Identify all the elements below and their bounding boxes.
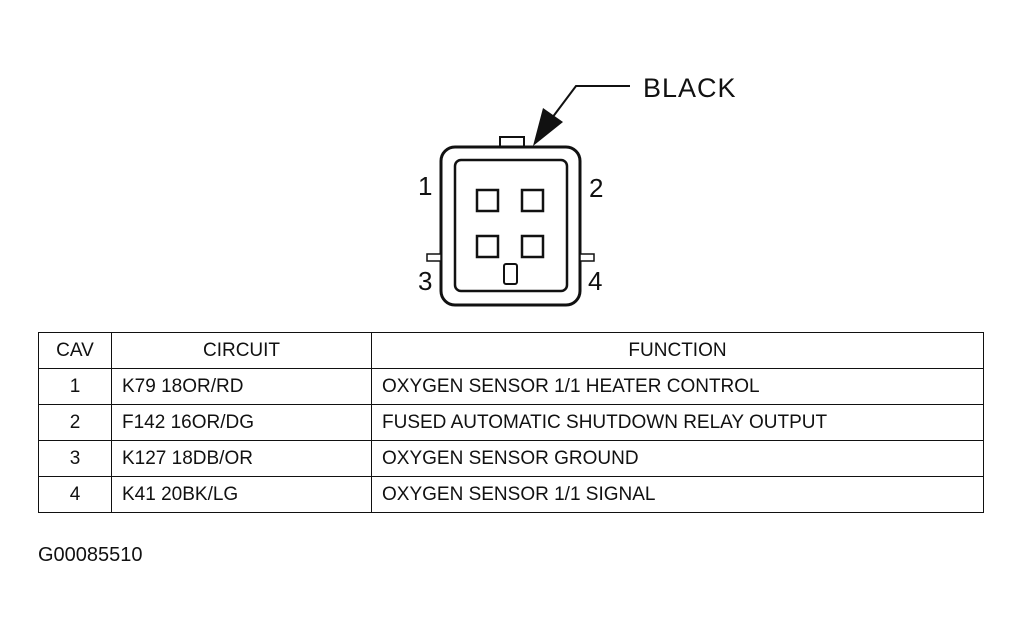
pin-label-2: 2 xyxy=(589,173,604,203)
cell-cav: 2 xyxy=(38,404,112,441)
header-cav: CAV xyxy=(38,332,112,369)
cell-circuit: K41 20BK/LG xyxy=(111,476,372,513)
cell-function: FUSED AUTOMATIC SHUTDOWN RELAY OUTPUT xyxy=(371,404,984,441)
cavity-2 xyxy=(520,188,545,213)
cell-circuit: F142 16OR/DG xyxy=(111,404,372,441)
table-row: 4 K41 20BK/LG OXYGEN SENSOR 1/1 SIGNAL xyxy=(38,476,984,513)
figure-id: G00085510 xyxy=(38,544,143,566)
table-row: 3 K127 18DB/OR OXYGEN SENSOR GROUND xyxy=(38,440,984,477)
connector-side-tab-left xyxy=(426,253,442,262)
header-circuit: CIRCUIT xyxy=(111,332,372,369)
connector-keyway xyxy=(503,263,518,285)
cell-cav: 3 xyxy=(38,440,112,477)
table-row: 1 K79 18OR/RD OXYGEN SENSOR 1/1 HEATER C… xyxy=(38,368,984,405)
callout-arrowhead xyxy=(533,108,563,146)
table-row: 2 F142 16OR/DG FUSED AUTOMATIC SHUTDOWN … xyxy=(38,404,984,441)
cell-cav: 1 xyxy=(38,368,112,405)
pin-label-1: 1 xyxy=(418,171,433,201)
cell-function: OXYGEN SENSOR GROUND xyxy=(371,440,984,477)
connector-side-tab-right xyxy=(579,253,595,262)
connector-color-label: BLACK xyxy=(643,73,737,103)
cell-function: OXYGEN SENSOR 1/1 SIGNAL xyxy=(371,476,984,513)
cavity-3 xyxy=(475,234,500,259)
pin-label-3: 3 xyxy=(418,266,433,296)
pin-label-4: 4 xyxy=(588,266,603,296)
cavity-4 xyxy=(520,234,545,259)
pinout-table: CAV CIRCUIT FUNCTION 1 K79 18OR/RD OXYGE… xyxy=(38,332,984,513)
header-function: FUNCTION xyxy=(371,332,984,369)
connector-diagram xyxy=(426,85,630,307)
cell-cav: 4 xyxy=(38,476,112,513)
callout-leader-line xyxy=(551,85,630,119)
cell-function: OXYGEN SENSOR 1/1 HEATER CONTROL xyxy=(371,368,984,405)
cell-circuit: K79 18OR/RD xyxy=(111,368,372,405)
cell-circuit: K127 18DB/OR xyxy=(111,440,372,477)
table-header-row: CAV CIRCUIT FUNCTION xyxy=(38,332,984,369)
cavity-1 xyxy=(475,188,500,213)
